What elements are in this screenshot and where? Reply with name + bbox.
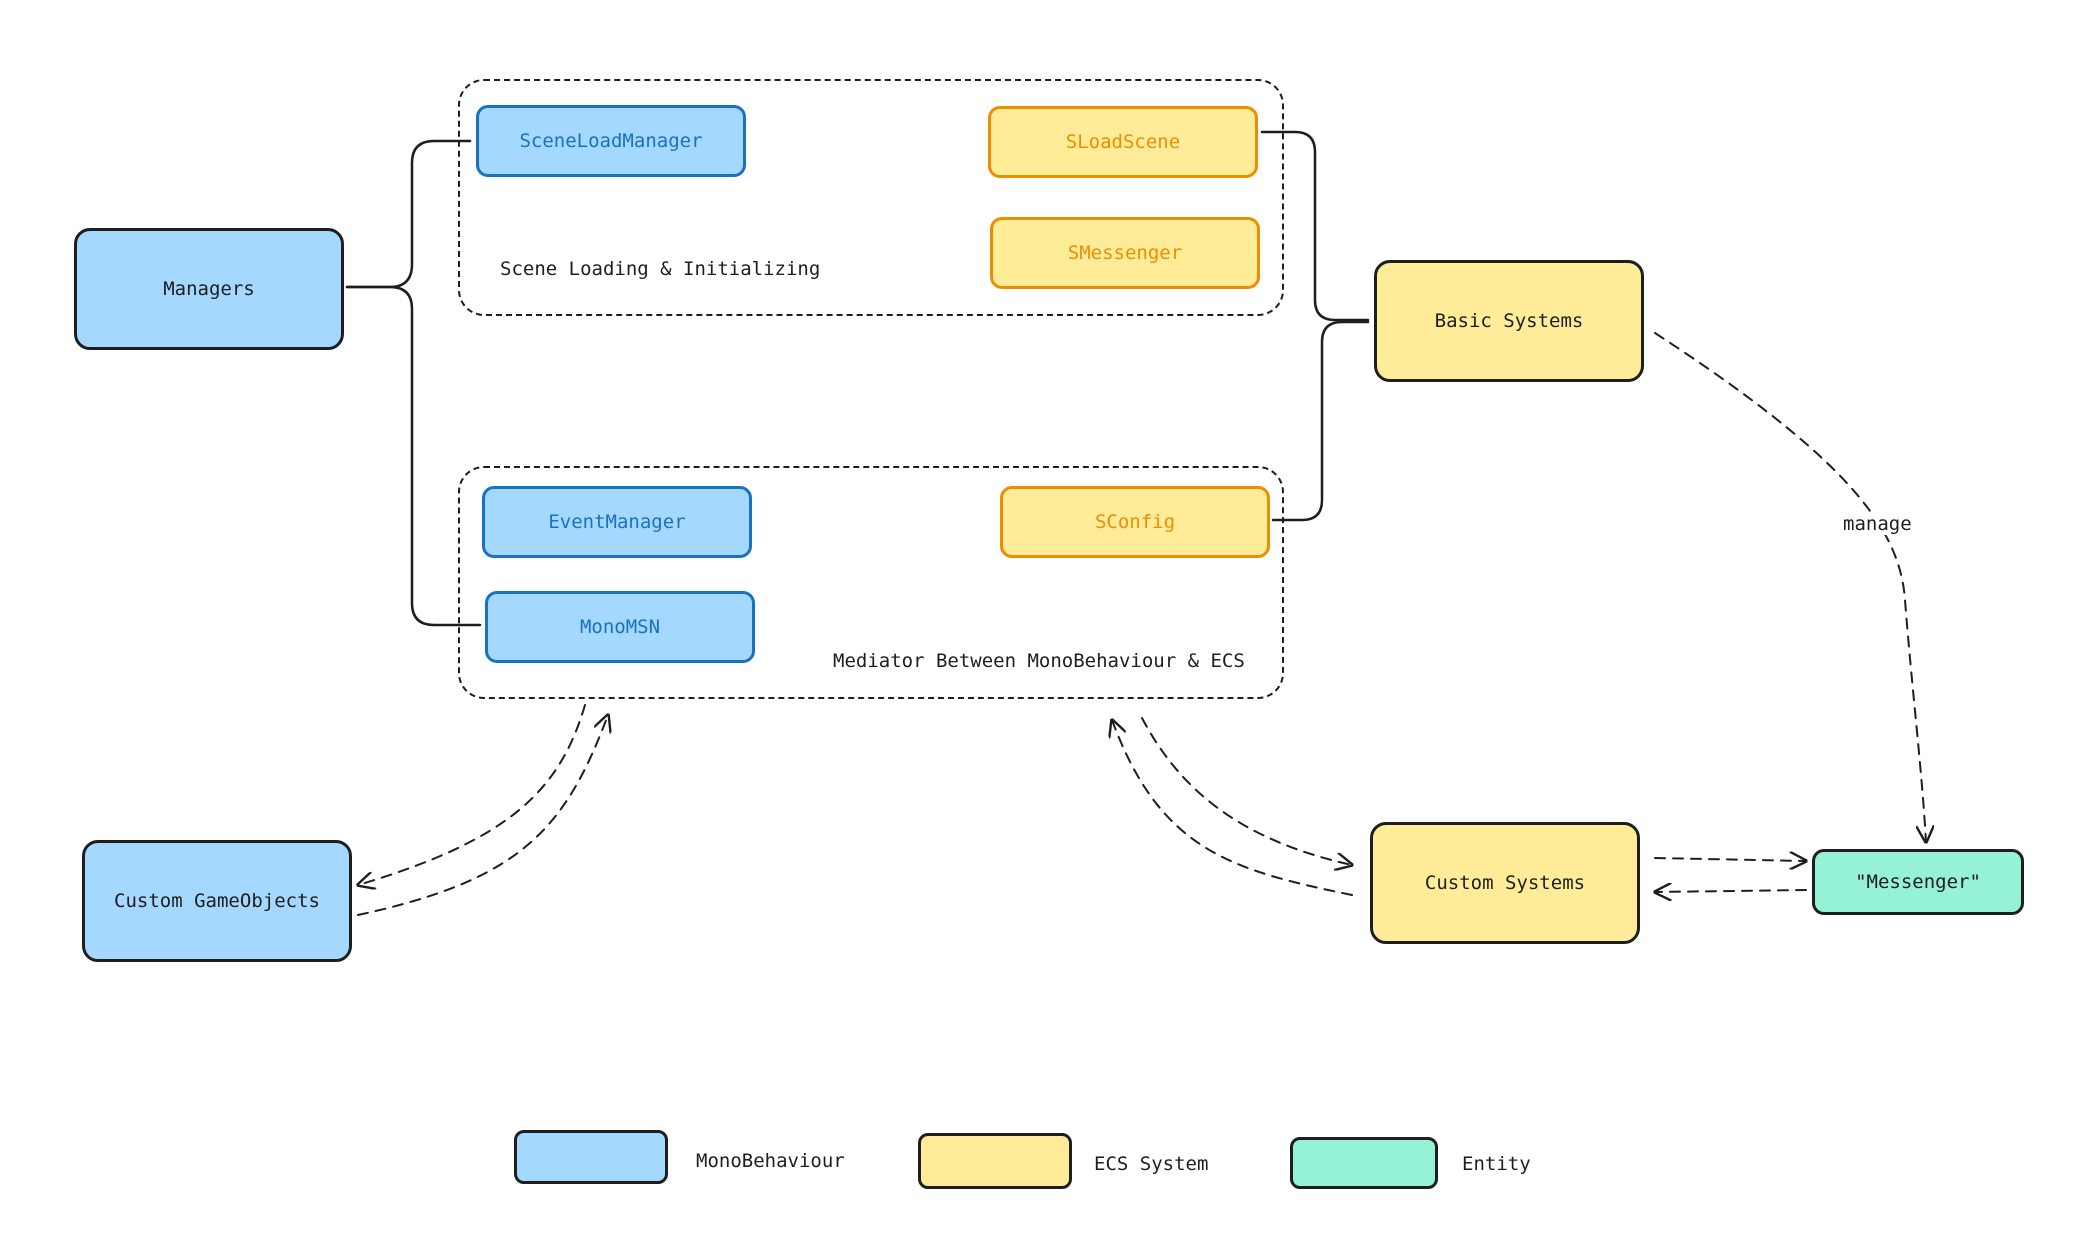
messenger-to-customsystems-arrow — [1655, 890, 1807, 892]
mediator-to-gameobjects-arrow — [358, 704, 586, 885]
scene-loading-group — [458, 79, 1284, 316]
gameobjects-to-mediator-arrow — [357, 715, 608, 916]
custom-systems-node[interactable]: Custom Systems — [1370, 822, 1640, 944]
mediator-to-customsystems-arrow — [1141, 717, 1352, 865]
managers-to-monomsn-connector — [345, 285, 482, 627]
basicsystems-manage-messenger-arrow — [1654, 332, 1926, 842]
managers-node[interactable]: Managers — [74, 228, 344, 350]
scene-loading-group-caption: Scene Loading & Initializing — [500, 258, 821, 280]
mediator-group — [458, 466, 1284, 699]
manage-edge-label: manage — [1839, 513, 1916, 535]
legend-swatch-ecs-system — [918, 1133, 1072, 1189]
sconfig-to-basicsystems-connector — [1271, 320, 1370, 522]
custom-gameobjects-node[interactable]: Custom GameObjects — [82, 840, 352, 962]
legend-label-ecs-system: ECS System — [1094, 1153, 1209, 1175]
sceneloadmanager-node[interactable]: SceneLoadManager — [476, 105, 746, 177]
legend-label-monobehaviour: MonoBehaviour — [696, 1150, 845, 1172]
sloadscene-node[interactable]: SLoadScene — [988, 106, 1258, 178]
eventmanager-node[interactable]: EventManager — [482, 486, 752, 558]
managers-to-sceneloadmanager-connector — [345, 139, 472, 289]
messenger-entity-node[interactable]: "Messenger" — [1812, 849, 2024, 915]
mediator-group-caption: Mediator Between MonoBehaviour & ECS — [833, 650, 1245, 672]
sconfig-node[interactable]: SConfig — [1000, 486, 1270, 558]
sloadscene-to-basicsystems-connector — [1260, 130, 1370, 322]
basic-systems-node[interactable]: Basic Systems — [1374, 260, 1644, 382]
legend-label-entity: Entity — [1462, 1153, 1531, 1175]
customsystems-to-mediator-arrow — [1112, 720, 1353, 896]
smessenger-node[interactable]: SMessenger — [990, 217, 1260, 289]
legend-swatch-monobehaviour — [514, 1130, 668, 1184]
legend-swatch-entity — [1290, 1137, 1438, 1189]
customsystems-to-messenger-arrow — [1654, 858, 1806, 861]
monomsn-node[interactable]: MonoMSN — [485, 591, 755, 663]
